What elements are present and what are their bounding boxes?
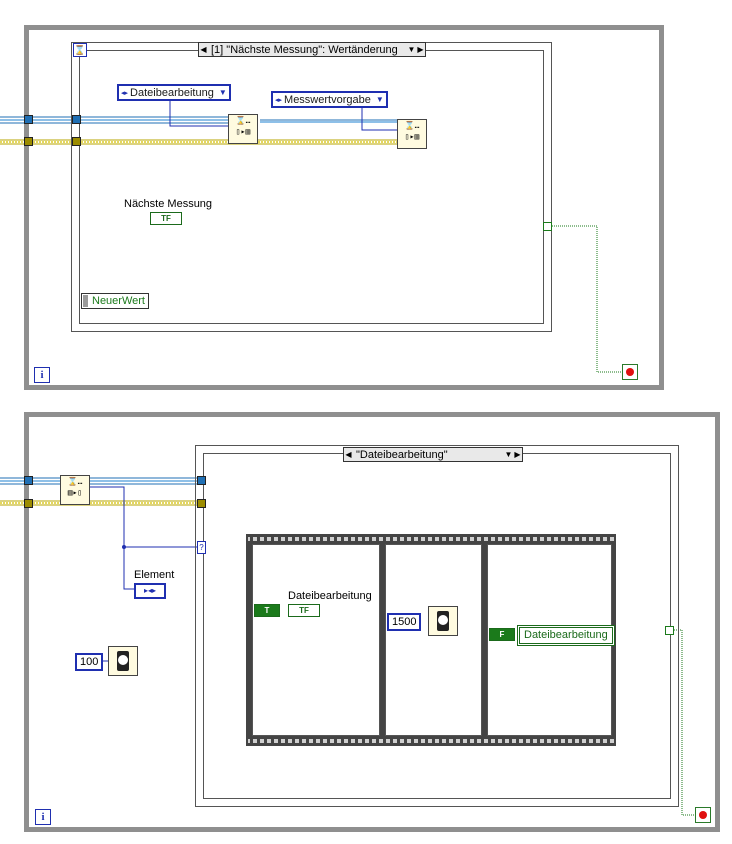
sequence-frame-2[interactable] bbox=[385, 544, 482, 736]
chevron-down-icon[interactable]: ▼ bbox=[407, 45, 416, 54]
film-holes-top bbox=[246, 534, 616, 544]
wait-ms-constant[interactable]: 100 bbox=[75, 653, 104, 671]
while-loop-bottom[interactable] bbox=[24, 412, 720, 832]
bool-tunnel-out-top bbox=[543, 222, 552, 231]
stop-wire-bottom bbox=[670, 629, 695, 816]
enum-wire-2 bbox=[361, 107, 398, 131]
while-loop-top[interactable] bbox=[24, 25, 664, 390]
iteration-terminal-icon: i bbox=[34, 367, 50, 383]
next-case-icon[interactable]: ▶ bbox=[514, 450, 521, 459]
boolean-label: Nächste Messung bbox=[124, 198, 213, 210]
boolean-constant[interactable]: TF bbox=[150, 212, 182, 225]
frame2-wait-ms-constant[interactable]: 1500 bbox=[387, 613, 422, 631]
dequeue-element-icon[interactable]: ⌛…▥▸▯ bbox=[60, 475, 90, 505]
queue-wire-top bbox=[0, 116, 398, 124]
sequence-frame-1[interactable] bbox=[252, 544, 380, 736]
enum-wire-1 bbox=[169, 99, 230, 127]
error-wire-top bbox=[0, 139, 398, 145]
chevron-down-icon[interactable]: ▼ bbox=[504, 450, 513, 459]
error-wire-bottom bbox=[0, 500, 200, 506]
enum-constant-dateibearbeitung[interactable]: ◂▸ Dateibearbeitung ▼ bbox=[117, 84, 231, 101]
event-data-node[interactable]: NeuerWert bbox=[81, 293, 149, 309]
error-tunnel-in-bottom bbox=[24, 499, 33, 508]
prev-case-icon[interactable]: ◀ bbox=[345, 450, 352, 459]
frame1-boolean-indicator[interactable]: TF bbox=[288, 604, 320, 617]
chevron-down-icon[interactable]: ▼ bbox=[218, 88, 227, 97]
enqueue-element-icon[interactable]: ⌛…▯▸▥ bbox=[397, 119, 427, 149]
event-data-handle-icon bbox=[83, 295, 88, 307]
event-timeout-icon: ⌛ bbox=[73, 43, 87, 57]
queue-tunnel-case bbox=[197, 476, 206, 485]
frame1-true-constant[interactable]: T bbox=[254, 604, 280, 617]
chevron-down-icon[interactable]: ▼ bbox=[375, 95, 384, 104]
case-selector[interactable]: ◀ "Dateibearbeitung" ▼ ▶ bbox=[343, 447, 523, 462]
error-tunnel-event-top bbox=[72, 137, 81, 146]
error-tunnel-in-top bbox=[24, 137, 33, 146]
wait-ms-icon[interactable] bbox=[428, 606, 458, 636]
element-wire bbox=[90, 486, 200, 548]
enum-step-icon: ◂▸ bbox=[275, 96, 283, 104]
element-label: Element bbox=[134, 569, 175, 581]
stop-terminal-icon[interactable] bbox=[622, 364, 638, 380]
frame1-label: Dateibearbeitung bbox=[288, 590, 372, 602]
iteration-terminal-icon: i bbox=[35, 809, 51, 825]
wait-ms-icon[interactable] bbox=[108, 646, 138, 676]
film-holes-bottom bbox=[246, 736, 616, 746]
element-indicator[interactable]: ▸◂▸ bbox=[134, 583, 166, 599]
prev-case-icon[interactable]: ◀ bbox=[200, 45, 207, 54]
queue-tunnel-in-top bbox=[24, 115, 33, 124]
queue-tunnel-in-bottom bbox=[24, 476, 33, 485]
case-selector-terminal: ? bbox=[197, 541, 206, 554]
frame3-false-constant[interactable]: F bbox=[489, 628, 515, 641]
stop-wire-top bbox=[552, 225, 622, 373]
frame3-string-indicator[interactable]: Dateibearbeitung bbox=[517, 625, 615, 646]
enqueue-element-icon[interactable]: ⌛…▯▸▥ bbox=[228, 114, 258, 144]
bool-tunnel-out-bottom bbox=[665, 626, 674, 635]
enum-step-icon: ◂▸ bbox=[121, 89, 129, 97]
queue-tunnel-event-top bbox=[72, 115, 81, 124]
stop-terminal-icon[interactable] bbox=[695, 807, 711, 823]
event-selector[interactable]: ◀ [1] "Nächste Messung": Wertänderung ▼ … bbox=[198, 42, 426, 57]
next-case-icon[interactable]: ▶ bbox=[417, 45, 424, 54]
error-tunnel-case bbox=[197, 499, 206, 508]
enum-constant-messwertvorgabe[interactable]: ◂▸ Messwertvorgabe ▼ bbox=[271, 91, 388, 108]
